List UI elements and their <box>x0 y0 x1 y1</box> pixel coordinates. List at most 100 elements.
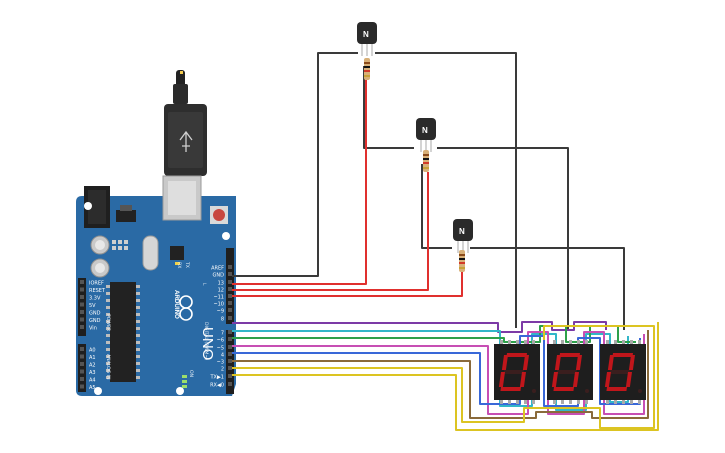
display-pin <box>553 340 556 344</box>
analog-pin-socket[interactable] <box>80 347 84 351</box>
wire-blue-segment[interactable] <box>232 335 641 407</box>
digital-pin-socket[interactable] <box>228 308 232 312</box>
power-pin-socket[interactable] <box>80 317 84 322</box>
digital-pin-socket[interactable] <box>228 280 232 284</box>
wire-red-pin12[interactable] <box>232 172 429 291</box>
wire-yellow-segment[interactable] <box>232 325 655 429</box>
power-pin-label: 3.3V <box>89 296 101 302</box>
uno-model-text: UNO <box>199 327 216 360</box>
chip-pin <box>136 285 140 288</box>
digital-pin-socket[interactable] <box>228 345 232 349</box>
wire-green-segment[interactable] <box>232 325 636 343</box>
analog-in-label: ANALOG IN <box>105 354 111 380</box>
seven-segment-display-3[interactable] <box>600 340 646 404</box>
display-pin <box>630 400 633 404</box>
reset-button-cap[interactable] <box>213 209 225 221</box>
l-label: L <box>201 283 207 286</box>
display-pin <box>524 400 527 404</box>
seven-segment-display-1[interactable] <box>494 340 540 404</box>
npn-transistor-3[interactable]: N <box>453 219 473 253</box>
icsp-header <box>112 240 128 250</box>
l-led-icon <box>175 262 180 265</box>
arduino-uno-board[interactable]: ARDUINO UNO L TX RX ON DIGITAL (PWM~) PO… <box>76 70 236 396</box>
arduino-logo: ARDUINO UNO <box>173 290 216 360</box>
display-pin <box>524 340 527 344</box>
segment-c <box>572 372 579 387</box>
segment-b <box>628 355 635 370</box>
wire-red-pin13[interactable] <box>232 80 367 285</box>
chip-pin <box>106 313 110 316</box>
wire-yellow-dp[interactable] <box>232 322 659 431</box>
chip-pin <box>106 348 110 351</box>
analog-pin-socket[interactable] <box>80 369 84 374</box>
segment-e <box>498 372 505 387</box>
wire-black-transistor-3[interactable] <box>421 164 625 330</box>
analog-pin-socket[interactable] <box>80 362 84 366</box>
wire-purple-segment[interactable] <box>232 321 607 333</box>
display-pin <box>577 400 580 404</box>
analog-pin-socket[interactable] <box>80 377 84 381</box>
seven-segment-display-2[interactable] <box>547 340 593 404</box>
segment-c <box>519 372 526 387</box>
wire-black-transistor-2[interactable] <box>363 66 569 330</box>
power-pin-label: GND <box>89 311 101 317</box>
resistor-1[interactable] <box>364 58 370 80</box>
digital-pin-socket[interactable] <box>228 287 232 291</box>
rx-label: RX <box>176 262 182 268</box>
digital-pin-socket[interactable] <box>228 330 232 334</box>
digital-pin-socket[interactable] <box>228 301 232 305</box>
cable-indicator-icon <box>180 71 183 74</box>
segment-d <box>606 387 627 391</box>
chip-pin <box>136 292 140 295</box>
display-pin <box>638 340 641 344</box>
chip-pin <box>106 285 110 288</box>
analog-pin-socket[interactable] <box>80 384 84 389</box>
display-pin <box>561 400 564 404</box>
wire-cyan-segment[interactable] <box>232 330 629 411</box>
resistor-3[interactable] <box>459 250 465 272</box>
resistor-2[interactable] <box>423 150 429 172</box>
mounting-hole <box>94 387 102 395</box>
mounting-hole <box>84 202 92 210</box>
power-pin-socket[interactable] <box>80 310 84 314</box>
wire-black-transistor-1[interactable] <box>232 52 517 328</box>
digital-pin-socket[interactable] <box>228 272 232 276</box>
power-pin-socket[interactable] <box>80 295 84 299</box>
wire-magenta-segment[interactable] <box>232 331 645 415</box>
power-pin-socket[interactable] <box>80 325 84 329</box>
power-pin-socket[interactable] <box>80 280 84 284</box>
digital-pin-socket[interactable] <box>228 352 232 356</box>
chip-pin <box>136 334 140 337</box>
crystal-oscillator <box>142 235 159 271</box>
npn-transistor-2[interactable]: N <box>416 118 436 152</box>
display-pin <box>622 340 625 344</box>
analog-pin-socket[interactable] <box>80 354 84 359</box>
digital-pin-socket[interactable] <box>228 374 232 378</box>
chip-pin <box>106 355 110 358</box>
digital-pin-socket[interactable] <box>228 382 232 386</box>
digital-pin-socket[interactable] <box>228 359 232 363</box>
display-pin <box>500 400 503 404</box>
wire-red-pin11[interactable] <box>232 270 463 297</box>
segment-a <box>506 353 527 357</box>
power-pin-socket[interactable] <box>80 287 84 292</box>
segment-c <box>625 372 632 387</box>
chip-pin <box>106 320 110 323</box>
npn-transistor-1[interactable]: N <box>357 22 377 56</box>
digital-pin-socket[interactable] <box>228 337 232 341</box>
power-pin-socket[interactable] <box>80 302 84 307</box>
mounting-hole <box>176 387 184 395</box>
digital-pin-label: 8 <box>221 317 224 323</box>
analog-header <box>78 344 86 392</box>
digital-pin-socket[interactable] <box>228 316 232 320</box>
segment-f <box>554 355 561 370</box>
chip-pin <box>106 306 110 309</box>
digital-pin-socket[interactable] <box>228 366 232 370</box>
digital-pin-socket[interactable] <box>228 294 232 298</box>
wire-brown-segment[interactable] <box>232 330 649 419</box>
wires <box>232 52 659 431</box>
digital-pin-socket[interactable] <box>228 265 232 269</box>
icsp-pin <box>124 240 128 244</box>
analog-pin-label: A3 <box>89 370 96 376</box>
